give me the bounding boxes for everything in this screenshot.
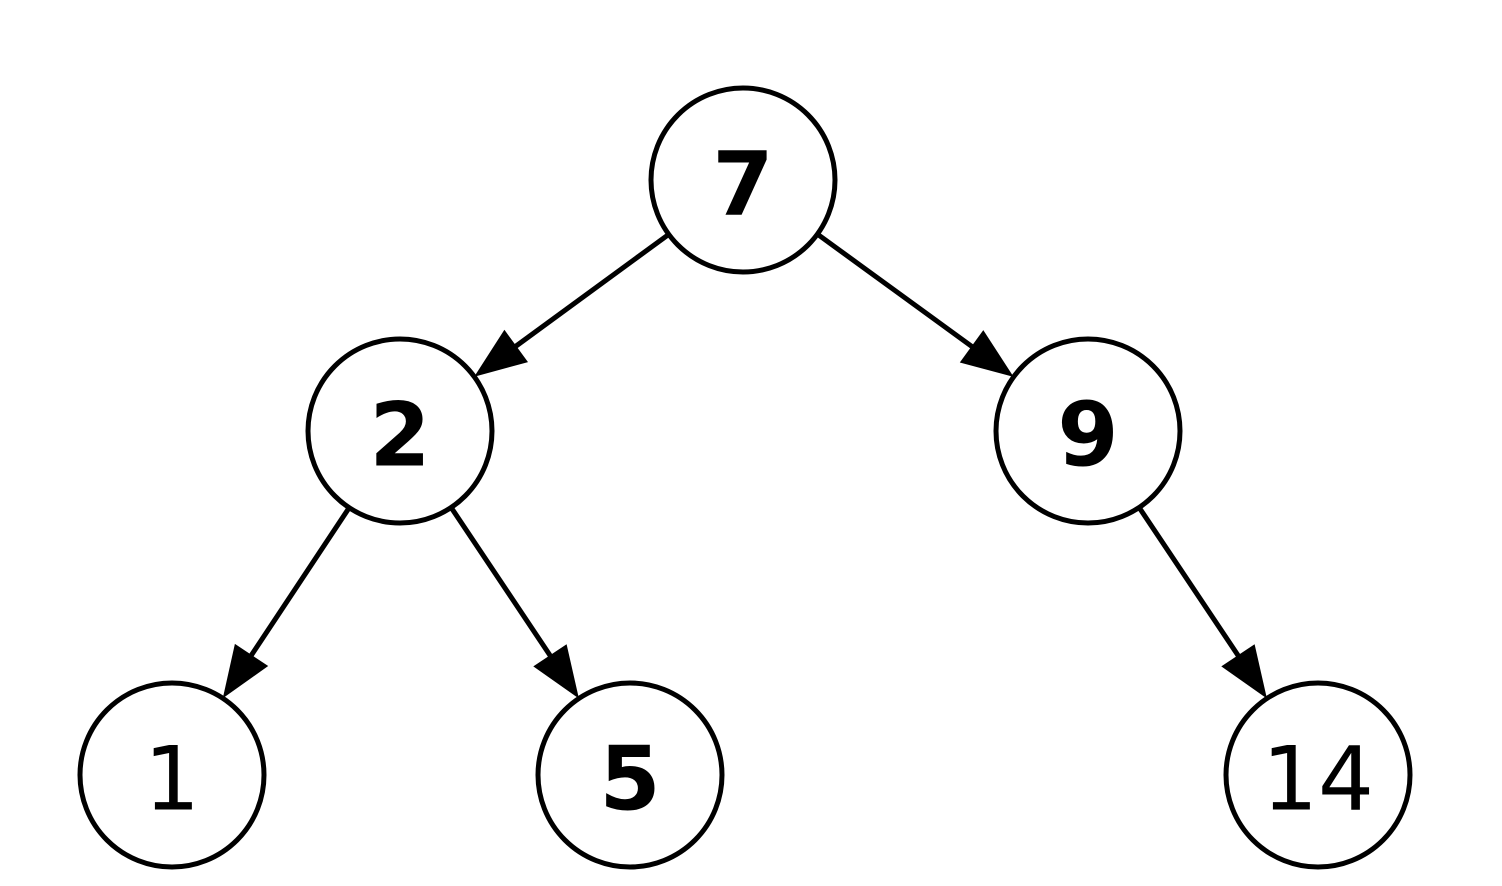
node-label: 7 xyxy=(712,133,773,236)
node-label: 14 xyxy=(1262,728,1374,831)
arrowhead-n2-n1 xyxy=(222,643,269,699)
edge-n7-n9 xyxy=(815,232,977,351)
tree-node-1: 1 xyxy=(77,680,267,870)
arrowhead-n7-n2 xyxy=(474,329,528,377)
edge-n2-n5 xyxy=(449,506,555,661)
arrowhead-n9-n14 xyxy=(1221,644,1267,699)
nodes: 7 2 9 1 5 14 xyxy=(77,85,1413,870)
tree-node-7: 7 xyxy=(648,85,838,275)
tree-node-5: 5 xyxy=(535,680,725,870)
node-circle xyxy=(648,85,838,275)
node-circle xyxy=(305,336,495,526)
node-label: 2 xyxy=(369,384,430,487)
node-circle xyxy=(77,680,267,870)
node-label: 1 xyxy=(144,728,200,831)
node-label: 5 xyxy=(599,728,660,831)
node-circle xyxy=(535,680,725,870)
node-label: 9 xyxy=(1057,384,1118,487)
node-circle xyxy=(1223,680,1413,870)
tree-node-2: 2 xyxy=(305,336,495,526)
edges xyxy=(222,232,1267,699)
tree-node-9: 9 xyxy=(993,336,1183,526)
arrowhead-n2-n5 xyxy=(533,644,579,699)
node-circle xyxy=(993,336,1183,526)
edge-n7-n2 xyxy=(511,232,671,351)
tree-node-14: 14 xyxy=(1223,680,1413,870)
edge-n9-n14 xyxy=(1137,506,1243,661)
arrowhead-n7-n9 xyxy=(959,330,1014,377)
edge-n2-n1 xyxy=(247,506,352,660)
